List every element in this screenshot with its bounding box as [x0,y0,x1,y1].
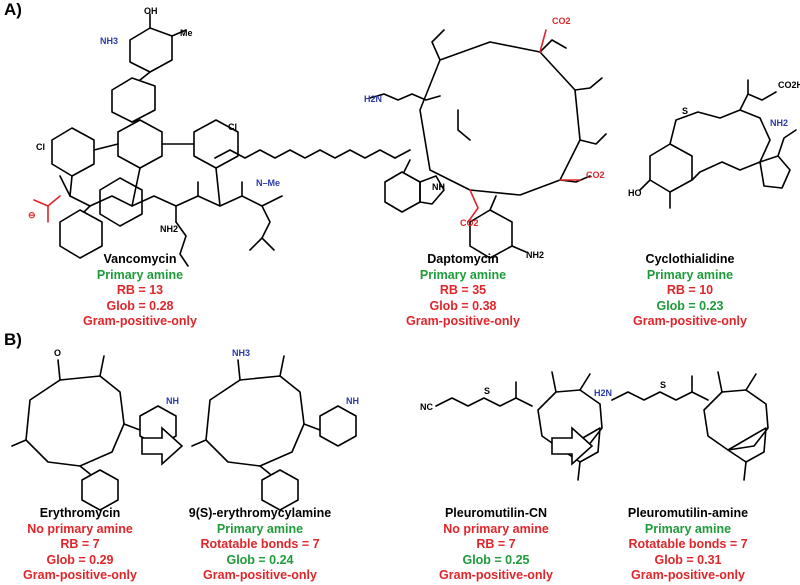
pleuromutilin-cn-structure [435,371,603,481]
cyclo-nh3: NH2 [770,118,788,128]
cyclothialidine-caption: Cyclothialidine Primary amine RB = 10 Gl… [580,252,800,330]
compound-name: Erythromycin [39,506,121,520]
erythromycylamine-structure [191,355,357,511]
cyclo-co2h: CO2H [778,80,800,90]
conversion-arrows [141,426,594,466]
globularity: Glob = 0.29 [46,552,114,567]
vanco-nh2: NH2 [160,224,178,234]
erythromycin-caption: Erythromycin No primary amine RB = 7 Glo… [0,506,190,584]
pleuromutilin-amine-caption: Pleuromutilin-amine Primary amine Rotata… [578,506,798,584]
compound-name: 9(S)-erythromycylamine [188,506,332,520]
compound-name: Daptomycin [427,252,499,266]
globularity: Glob = 0.24 [226,552,294,567]
dapto-indole-nh: NH [432,182,445,192]
vanco-cl-1: Cl [36,142,45,152]
spectrum: Gram-positive-only [23,568,137,582]
dapto-co2-2: CO2 [586,170,605,180]
pleuromutilin-cn-caption: Pleuromutilin-CN No primary amine RB = 7… [386,506,606,584]
spectrum: Gram-positive-only [439,568,553,582]
panel-a-label: A) [4,0,22,19]
amine-status: Primary amine [646,267,734,282]
dapto-co2-1: CO2 [552,16,571,26]
spectrum: Gram-positive-only [83,314,197,328]
pleuromutilin-amine-structure [611,371,769,481]
daptomycin-caption: Daptomycin Primary amine RB = 35 Glob = … [353,252,573,330]
amine-status: No primary amine [443,521,549,536]
rotatable-bonds: Rotatable bonds = 7 [628,537,748,551]
dapto-h3n-label: H2N [364,94,382,104]
globularity: Glob = 0.31 [654,552,722,567]
rotatable-bonds: RB = 10 [666,283,714,297]
rotatable-bonds: RB = 35 [439,283,487,297]
daptomycin-structure [214,29,607,259]
vanco-oh-label: OH [144,6,158,16]
rotatable-bonds: RB = 7 [476,537,516,551]
erythromycin-structure [11,355,177,511]
rotatable-bonds: Rotatable bonds = 7 [200,537,320,551]
rotatable-bonds: RB = 13 [116,283,164,297]
vanco-nh3-label: NH3 [100,36,118,46]
cyclothialidine-structure [639,79,797,209]
ery-o: O [54,348,61,358]
compound-name: Cyclothialidine [645,252,735,266]
eryamine-nh: NH [346,396,359,406]
amine-status: Primary amine [96,267,184,282]
spectrum: Gram-positive-only [203,568,317,582]
eryamine-nh3: NH3 [232,348,250,358]
globularity: Glob = 0.23 [656,298,724,313]
erythromycylamine-caption: 9(S)-erythromycylamine Primary amine Rot… [150,506,370,584]
rotatable-bonds: RB = 7 [60,537,100,551]
dapto-co2-3: CO2 [460,218,479,228]
dapto-nh2: NH2 [526,250,544,260]
vanco-minus: ⊖ [28,210,36,220]
amine-status: Primary amine [644,521,732,536]
pleuro-s-1: S [484,386,490,396]
globularity: Glob = 0.28 [106,298,174,313]
spectrum: Gram-positive-only [633,314,747,328]
pleuro-s-2: S [660,380,666,390]
amine-status: Primary amine [419,267,507,282]
vanco-cl-2: Cl [228,122,237,132]
pleuro-nc: NC [420,402,433,412]
vanco-me-label: Me [180,28,193,38]
spectrum: Gram-positive-only [406,314,520,328]
compound-name: Vancomycin [103,252,177,266]
compound-name: Pleuromutilin-CN [444,506,548,520]
arrow-erythromycin [141,426,184,466]
ery-nh: NH [166,396,179,406]
globularity: Glob = 0.25 [462,552,530,567]
arrow-pleuromutilin [551,426,594,466]
pleuro-h3n: H2N [594,388,612,398]
panel-b-label: B) [4,330,22,349]
cyclo-ho: HO [628,188,642,198]
vanco-nme-label: N–Me [256,178,280,188]
amine-status: Primary amine [216,521,304,536]
globularity: Glob = 0.38 [429,298,497,313]
amine-status: No primary amine [27,521,133,536]
compound-name: Pleuromutilin-amine [627,506,749,520]
vancomycin-structure [33,13,283,267]
cyclo-s: S [682,106,688,116]
vancomycin-caption: Vancomycin Primary amine RB = 13 Glob = … [30,252,250,330]
spectrum: Gram-positive-only [631,568,745,582]
